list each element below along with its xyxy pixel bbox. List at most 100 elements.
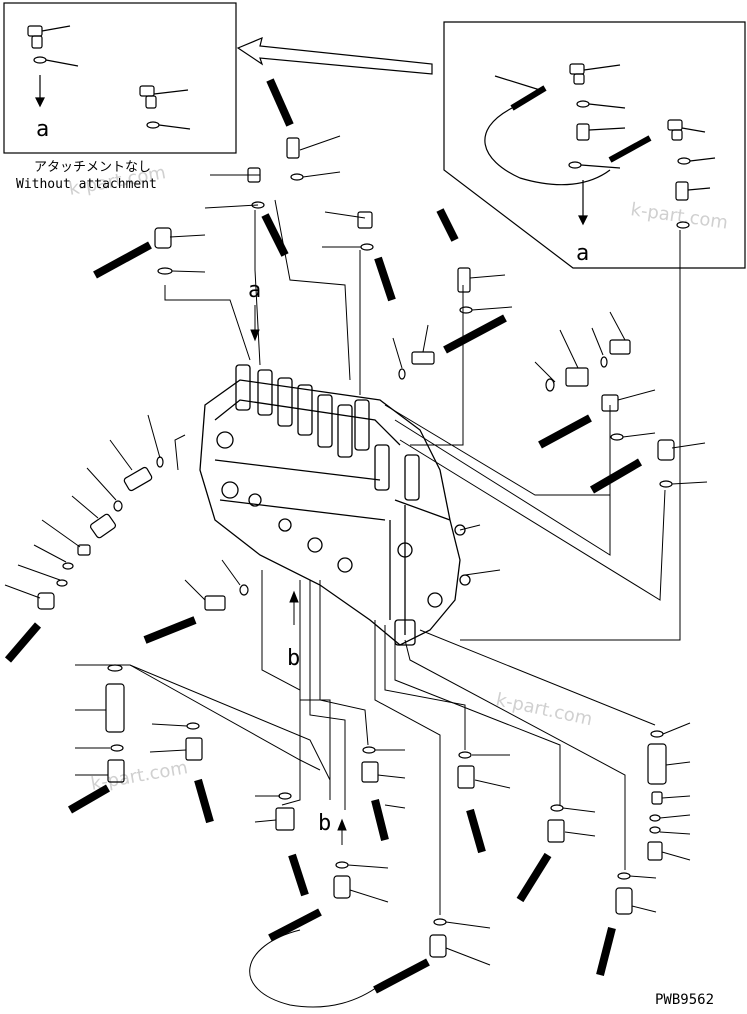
nut-icon — [576, 123, 590, 141]
view-marker-b2-arrow — [337, 818, 347, 845]
spool-caps — [235, 364, 420, 501]
o-ring-icon — [278, 792, 292, 800]
o-ring-icon — [568, 161, 582, 169]
view-marker-b-arrow — [289, 590, 299, 625]
hose-icon — [194, 778, 214, 824]
o-ring-icon — [576, 100, 590, 108]
inset-box-left — [3, 2, 237, 154]
nut-icon — [565, 367, 589, 387]
watermark-center-right: k-part.com — [494, 689, 594, 730]
watermarks: k-part.com k-part.com k-part.com k-part.… — [67, 162, 729, 795]
fitting-icon — [647, 841, 663, 861]
o-ring-icon — [649, 814, 661, 822]
control-valve-assembly — [199, 364, 471, 646]
hose-icon — [466, 808, 486, 854]
hose-icon — [589, 458, 643, 494]
o-ring-icon — [398, 368, 406, 380]
o-ring-icon — [659, 480, 673, 488]
nut-icon — [675, 181, 689, 201]
fitting-icon — [411, 351, 435, 365]
elbow-fitting-icon — [333, 875, 351, 899]
elbow-fitting-icon — [139, 85, 189, 109]
hose-icon — [266, 78, 294, 127]
elbow-fitting-icon — [569, 63, 621, 85]
o-ring-icon — [362, 746, 376, 754]
elbow-fitting-icon — [615, 887, 633, 915]
hose-icon — [143, 616, 197, 644]
o-ring-icon — [600, 356, 608, 368]
fitting-icon — [77, 544, 91, 556]
fitting-icon — [107, 759, 125, 783]
routing-lines — [108, 199, 681, 1008]
arrow-down-icon — [35, 97, 45, 108]
o-ring-icon — [610, 433, 624, 441]
fitting-icon — [275, 807, 295, 831]
o-ring-icon — [110, 744, 124, 752]
hose-icon — [443, 314, 507, 354]
o-ring-icon — [360, 243, 374, 251]
o-ring-icon — [146, 121, 160, 129]
fitting-icon — [651, 791, 663, 805]
elbow-fitting-icon — [204, 595, 226, 611]
callout-leaders — [4, 135, 708, 966]
elbow-fitting-icon — [667, 119, 706, 141]
hose-icon — [371, 799, 389, 841]
o-ring-icon — [550, 804, 564, 812]
nut-icon — [647, 743, 667, 785]
inset-without-attachment — [3, 2, 237, 154]
fitting-icon — [547, 819, 565, 843]
o-ring-icon — [157, 267, 173, 275]
hose-icon — [93, 241, 152, 279]
hose-icon — [373, 958, 430, 994]
o-ring-icon — [156, 456, 164, 468]
hose-icon — [516, 852, 552, 903]
hose-icon — [288, 853, 309, 897]
arrow-down-icon — [578, 215, 588, 226]
fitting-icon — [286, 137, 300, 159]
elbow-fitting-icon — [357, 211, 373, 229]
inset-note-en: Without attachment — [16, 177, 157, 192]
direction-arrow-left-icon — [236, 36, 433, 75]
view-marker-a-arrow — [250, 305, 260, 342]
fitting-icon — [457, 267, 471, 293]
view-marker-a: a — [248, 278, 261, 303]
o-ring-icon — [107, 664, 123, 672]
hose-icon — [4, 622, 42, 663]
o-ring-icon — [186, 722, 200, 730]
o-ring-icon — [677, 157, 691, 165]
nut-icon — [105, 683, 125, 733]
o-ring-icon — [56, 579, 68, 587]
hose-icon — [268, 908, 322, 942]
hose-icon — [596, 927, 616, 976]
o-ring-icon — [290, 173, 304, 181]
o-ring-icon — [650, 730, 664, 738]
elbow-fitting-icon — [609, 339, 631, 355]
o-ring-icon — [459, 306, 473, 314]
o-ring-icon — [113, 500, 123, 512]
hose-icon — [67, 784, 111, 814]
hose-icon — [261, 213, 289, 257]
elbow-fitting-icon — [27, 25, 71, 49]
hose-icon — [374, 256, 396, 302]
o-ring-icon — [62, 562, 74, 570]
elbow-fitting-icon — [429, 934, 447, 958]
hose-icon — [484, 85, 652, 186]
inset-marker-a-right: a — [576, 241, 589, 266]
o-ring-icon — [433, 918, 447, 926]
fitting-icon — [361, 761, 379, 783]
fittings — [4, 78, 675, 994]
drawing-number: PWB9562 — [655, 992, 714, 1008]
watermark-top-right: k-part.com — [629, 199, 729, 233]
view-marker-b: b — [287, 646, 300, 671]
inset-box-right — [443, 21, 746, 269]
fitting-icon — [457, 765, 475, 789]
fitting-icon — [37, 592, 55, 610]
o-ring-icon — [458, 751, 472, 759]
o-ring-icon — [239, 584, 249, 596]
inset-note-jp: アタッチメントなし — [34, 160, 151, 175]
hose-icon — [538, 414, 592, 449]
view-marker-b-lower: b — [318, 811, 331, 836]
o-ring-icon — [649, 826, 661, 834]
o-ring-icon — [545, 378, 555, 392]
inset-with-attachment — [443, 21, 746, 269]
